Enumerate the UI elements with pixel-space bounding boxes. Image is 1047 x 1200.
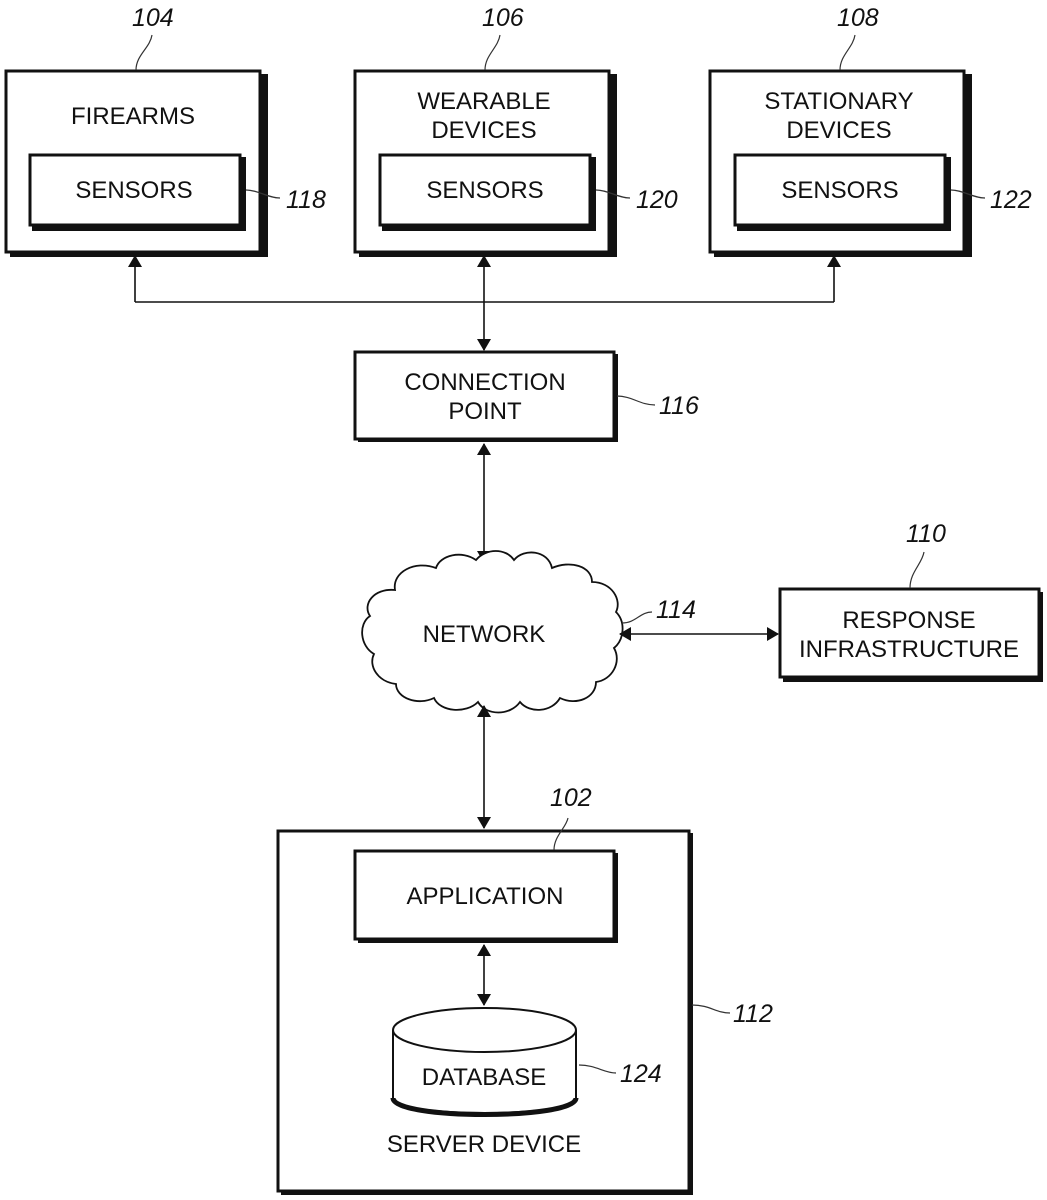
ref-122: 122: [990, 186, 1032, 214]
database-label: DATABASE: [422, 1064, 546, 1091]
stationary-label-line2: DEVICES: [786, 117, 891, 144]
network-cloud: [361, 550, 624, 714]
ref-106: 106: [482, 4, 524, 32]
wearable-label-line2: DEVICES: [431, 117, 536, 144]
ref-118-leader: [245, 189, 281, 199]
ref-104: 104: [132, 4, 174, 32]
ref-108-leader: [839, 34, 856, 71]
ref-112: 112: [733, 1000, 773, 1028]
ref-106-leader: [484, 34, 501, 71]
ref-116: 116: [659, 392, 699, 420]
application-box: [353, 849, 616, 941]
application-label: APPLICATION: [407, 883, 564, 910]
firearms-sensors-box: [28, 153, 242, 227]
ref-120: 120: [636, 186, 678, 214]
ref-120-leader: [595, 189, 631, 199]
ref-104-leader: [135, 34, 153, 71]
ref-122-leader: [950, 189, 986, 199]
network-label: NETWORK: [423, 621, 546, 648]
ref-124-leader: [578, 1064, 617, 1074]
ref-102: 102: [550, 784, 592, 812]
wearable-sensors-label: SENSORS: [426, 177, 543, 204]
stationary-label-line1: STATIONARY: [764, 88, 913, 115]
wearable-sensors-box: [378, 153, 592, 227]
ref-118: 118: [286, 186, 326, 214]
response-infrastructure-node: RESPONSE INFRASTRUCTURE 110: [778, 520, 1043, 682]
network-node: NETWORK 114: [361, 550, 696, 714]
connection-point-label-line1: CONNECTION: [404, 369, 565, 396]
connection-point-node: CONNECTION POINT 116: [353, 350, 699, 442]
wearable-devices-node: WEARABLE DEVICES SENSORS 106 120: [353, 4, 678, 257]
ref-116-leader: [616, 395, 656, 406]
ref-110: 110: [906, 520, 946, 548]
ref-108: 108: [837, 4, 879, 32]
firearms-node: FIREARMS SENSORS 104 118: [4, 4, 326, 257]
connection-point-box: [353, 350, 616, 441]
stationary-sensors-label: SENSORS: [781, 177, 898, 204]
server-device-node: SERVER DEVICE 112 APPLICATION 102 DATABA…: [276, 784, 773, 1195]
firearms-sensors-label: SENSORS: [75, 177, 192, 204]
connection-point-label-line2: POINT: [448, 398, 522, 425]
response-infrastructure-box: [778, 587, 1041, 679]
firearms-label: FIREARMS: [71, 103, 195, 130]
database-cylinder: [390, 1007, 579, 1117]
ref-110-leader: [909, 551, 925, 589]
ref-114-leader: [621, 611, 653, 624]
response-label-line2: INFRASTRUCTURE: [799, 636, 1019, 663]
ref-112-leader: [691, 1004, 731, 1014]
stationary-devices-node: STATIONARY DEVICES SENSORS 108 122: [708, 4, 1032, 257]
ref-114: 114: [656, 596, 696, 624]
ref-124: 124: [620, 1060, 662, 1088]
stationary-sensors-box: [733, 153, 947, 227]
server-device-label: SERVER DEVICE: [387, 1131, 581, 1158]
device-bus-connector: [128, 255, 841, 351]
ref-102-leader: [553, 817, 569, 851]
wearable-label-line1: WEARABLE: [417, 88, 550, 115]
response-label-line1: RESPONSE: [842, 607, 975, 634]
